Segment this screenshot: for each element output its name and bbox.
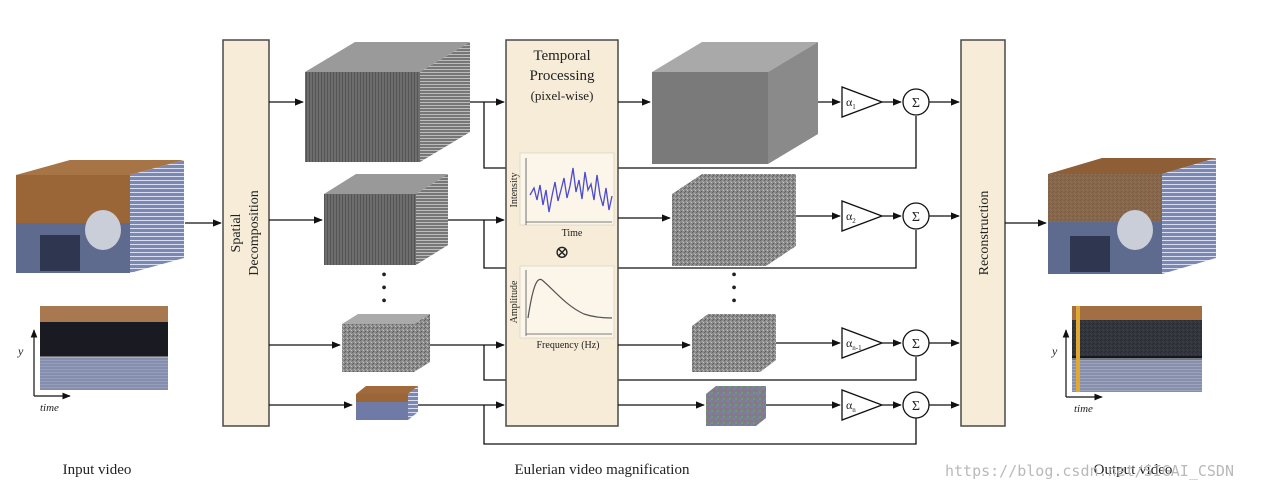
spatial-label-line2: Decomposition: [247, 190, 262, 276]
intensity-xlabel: Time: [562, 228, 583, 239]
temporal-label-line1: Temporal: [533, 48, 590, 64]
filtered-cube-n-1: [692, 314, 776, 372]
filtered-cube-n: [706, 386, 766, 426]
intensity-signal-line: [529, 167, 613, 213]
band-cube-n: [356, 386, 418, 420]
filtered-cube-2: [672, 174, 796, 266]
output-y-axis-label: y: [1051, 344, 1058, 358]
svg-text:αn-1: αn-1: [846, 336, 862, 352]
spatial-label-line1: Spatial: [229, 213, 244, 252]
band-cube-n-1: [342, 314, 430, 372]
reconstruction-label: Reconstruction: [977, 191, 992, 276]
output-band-ellipsis: • • •: [731, 267, 737, 310]
svg-text:•: •: [731, 280, 737, 297]
amplitude-ylabel: Amplitude: [509, 280, 520, 323]
output-time-axis-label: time: [1074, 403, 1093, 415]
output-video-cube: [1048, 158, 1216, 274]
svg-text:Σ: Σ: [912, 399, 920, 414]
input-time-axis-label: time: [40, 402, 59, 414]
svg-text:Σ: Σ: [912, 210, 920, 225]
band-cube-2: [324, 174, 448, 265]
output-xt-slice: y time: [1051, 306, 1202, 415]
amplifier-n-1: αn-1: [841, 327, 884, 359]
sum-to-reconstruction-arrows: [929, 98, 960, 409]
svg-text:α1: α1: [846, 95, 856, 111]
band-cube-1: [305, 42, 470, 162]
convolution-operator: ⊗: [554, 242, 569, 262]
input-xt-slice: y time: [17, 306, 168, 414]
amplifier-n: αn: [841, 389, 884, 421]
amplifier-1: α1: [841, 86, 884, 118]
sum-node-n: Σ: [902, 391, 930, 419]
amplitude-response-curve: [527, 278, 613, 319]
reconstruction-block: Reconstruction: [960, 39, 1006, 427]
filtered-cube-1: [652, 42, 818, 164]
input-y-axis-label: y: [17, 344, 24, 358]
input-video-cube: [16, 160, 184, 273]
band-to-temporal-arrows: [418, 98, 505, 409]
svg-text:Σ: Σ: [912, 96, 920, 111]
spatial-decomposition-block: Spatial Decomposition: [222, 39, 270, 427]
svg-text:•: •: [381, 267, 387, 284]
method-caption: Eulerian video magnification: [515, 462, 690, 478]
svg-text:Σ: Σ: [912, 337, 920, 352]
bypass-lines: [483, 102, 917, 445]
sum-node-n-1: Σ: [902, 329, 930, 357]
input-video-caption: Input video: [63, 462, 132, 478]
amplitude-frequency-plot: Amplitude Frequency (Hz): [509, 265, 615, 351]
temporal-label-line3: (pixel-wise): [531, 88, 594, 103]
svg-text:•: •: [731, 267, 737, 284]
output-video-caption: Output video: [1094, 462, 1173, 478]
intensity-time-plot: Intensity Time: [509, 152, 615, 239]
svg-text:•: •: [381, 280, 387, 297]
temporal-processing-block: Temporal Processing (pixel-wise): [505, 39, 619, 427]
svg-text:α2: α2: [846, 209, 856, 225]
filtered-to-amp-arrows: [766, 98, 841, 409]
watermark-text: https://blog.csdn.net/SIGAI_CSDN: [945, 462, 1234, 480]
amplitude-xlabel: Frequency (Hz): [536, 340, 599, 351]
sum-node-2: Σ: [902, 202, 930, 230]
sum-node-1: Σ: [902, 88, 930, 116]
amp-to-sum-arrows: [882, 98, 902, 409]
svg-text:•: •: [731, 293, 737, 310]
svg-text:αn: αn: [846, 398, 856, 414]
input-band-ellipsis: • • •: [381, 267, 387, 310]
intensity-ylabel: Intensity: [509, 173, 520, 208]
temporal-label-line2: Processing: [530, 68, 595, 84]
spatial-output-arrows: [269, 98, 353, 409]
temporal-output-arrows: [618, 98, 705, 409]
amplifier-2: α2: [841, 200, 884, 232]
svg-text:•: •: [381, 293, 387, 310]
